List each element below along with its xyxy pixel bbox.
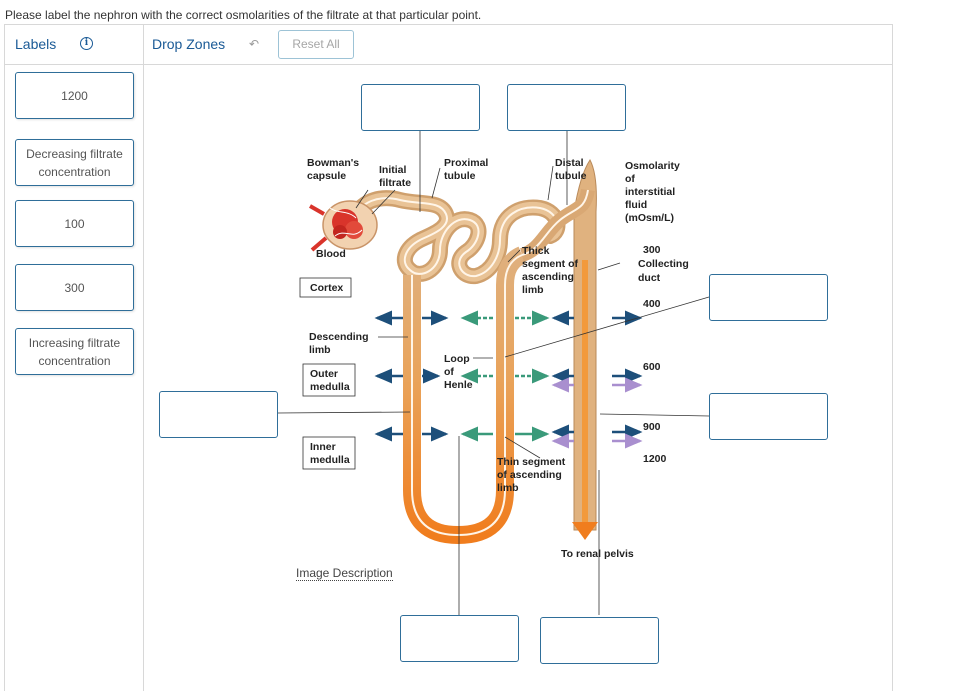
reset-all-button[interactable]: Reset All: [278, 30, 354, 59]
label-blood: Blood: [316, 248, 346, 260]
exchange-arrows: [374, 310, 643, 449]
nephron-tubule: [344, 188, 595, 545]
label-to-renal-pelvis: To renal pelvis: [561, 548, 634, 560]
undo-icon[interactable]: ↶: [249, 37, 260, 51]
label-card-decreasing[interactable]: Decreasing filtrate concentration: [15, 139, 134, 186]
label-card-text: Decreasing filtrate concentration: [26, 146, 123, 179]
instructions: Please label the nephron with the correc…: [5, 8, 482, 22]
label-card-1200[interactable]: 1200: [15, 72, 134, 119]
drop-zone-descending-limb[interactable]: [159, 391, 278, 438]
label-card-100[interactable]: 100: [15, 200, 134, 247]
drop-zone-thick-ascending[interactable]: [709, 274, 828, 321]
label-card-300[interactable]: 300: [15, 264, 134, 311]
cortex-box: [299, 277, 352, 298]
drop-zone-loop-bottom[interactable]: [400, 615, 519, 662]
labels-title: Labels: [15, 36, 57, 52]
collecting-duct: [572, 159, 598, 540]
image-description-link[interactable]: Image Description: [296, 566, 393, 581]
label-card-text: 100: [64, 216, 85, 231]
label-card-increasing[interactable]: Increasing filtrate concentration: [15, 328, 134, 375]
dropzones-title: Drop Zones: [152, 36, 226, 52]
label-osm-600: 600: [643, 361, 661, 373]
drag-drop-panel: Labels i Drop Zones ↶ Reset All 1200 Dec…: [4, 24, 893, 691]
drop-zone-renal-pelvis[interactable]: [540, 617, 659, 664]
label-osm-400: 400: [643, 298, 661, 310]
label-cortex: Cortex: [310, 282, 343, 294]
label-card-text: 1200: [61, 88, 88, 103]
drop-zone-collecting-duct[interactable]: [709, 393, 828, 440]
label-card-text: 300: [64, 280, 85, 295]
panel-divider: [143, 25, 144, 691]
label-card-text: Increasing filtrate concentration: [28, 335, 121, 368]
drop-zone-initial-filtrate[interactable]: [361, 84, 480, 131]
drop-zone-distal-tubule[interactable]: [507, 84, 626, 131]
leader-lines: [277, 130, 710, 615]
inner-medulla-box: [302, 436, 356, 470]
outer-medulla-box: [302, 363, 356, 397]
panel-header: Labels i Drop Zones ↶ Reset All: [5, 25, 892, 65]
bowmans-capsule-glomerulus: [309, 200, 378, 252]
info-icon[interactable]: i: [80, 37, 93, 50]
label-osm-900: 900: [643, 421, 661, 433]
label-osm-1200: 1200: [643, 453, 667, 465]
